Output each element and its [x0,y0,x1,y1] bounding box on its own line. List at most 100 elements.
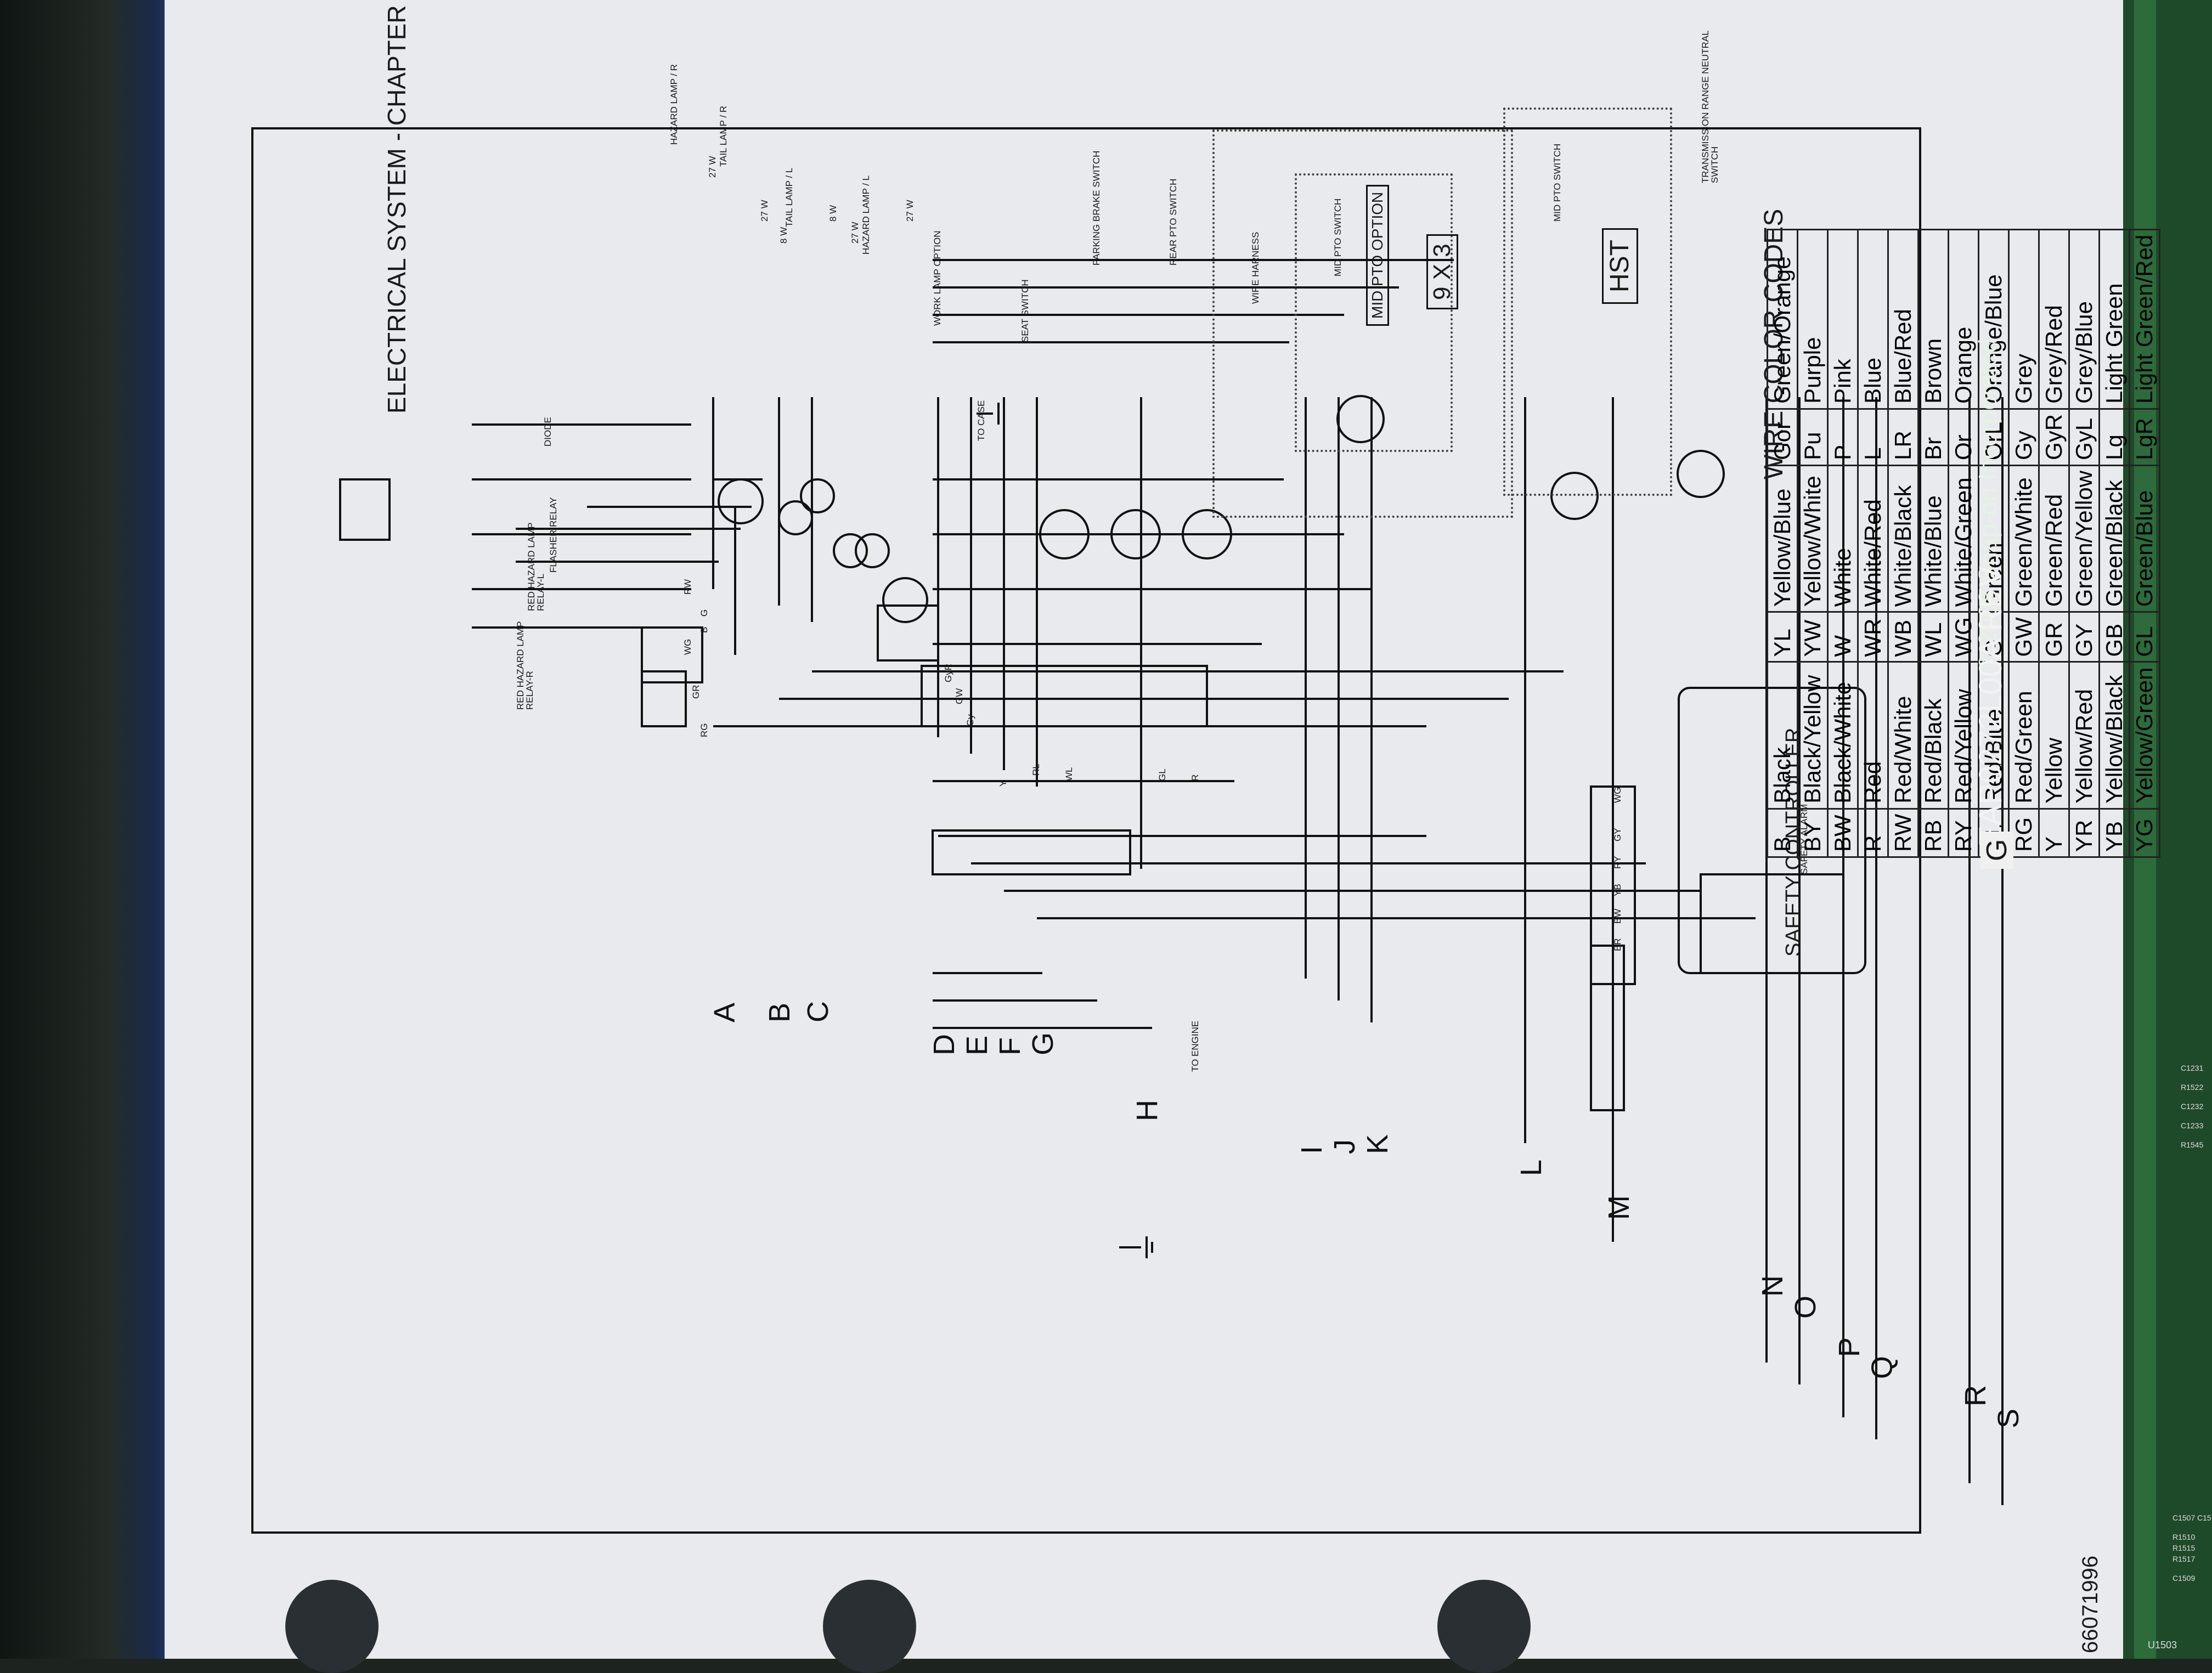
hazard-relay-r-label: RED HAZARD LAMP RELAY-R [515,621,535,710]
to-case-label: TO CASE [976,400,986,441]
pcb-ref: C1231 [2181,1064,2204,1072]
pcb-ref: R1515 [2172,1544,2196,1552]
wire-code: W [1827,612,1858,662]
wire-code: Y [2039,809,2069,857]
wire-code: YW [1797,612,1828,662]
hazard-lamp-l-label: HAZARD LAMP / L [861,175,871,255]
wire-color-name: White/Black [1888,465,1918,612]
pcb-ref: C1233 [2181,1121,2204,1130]
wire-color-name: Black [1767,662,1798,809]
pcb-ref: R1522 [2181,1083,2204,1092]
transmission-switch-label: TRANSMISSION RANGE NEUTRAL SWITCH [1700,30,1720,183]
wire-label: WL [1064,767,1074,782]
diode-label: DIODE [543,417,553,446]
lamp-rating: 27 W [905,200,915,222]
pin-label: K [1361,1134,1394,1154]
wire-harness-label: WIRE HARNESS [1250,231,1261,304]
wire-code: P [1827,409,1858,466]
pin-label: S [1992,1408,2025,1428]
wire-color-name: Black/White [1827,662,1858,809]
pin-label: A [708,1002,741,1022]
wire-code: LR [1888,409,1918,466]
wire-code: GyL [2069,409,2100,466]
pin-label: I [1295,1145,1328,1154]
wire-label: RW [682,579,693,595]
wire-color-name: Grey [2008,229,2039,409]
pcb-ref: C1232 [2181,1102,2204,1111]
wire-label: RY [1612,856,1623,869]
wire-color-name: Yellow [2039,662,2069,809]
wire-code: LgR [2129,409,2160,466]
wire-color-name: Brown [1918,229,1949,409]
manual-page [165,0,2151,1659]
hazard-lamp-r-label: HAZARD LAMP / R [669,64,679,145]
wire-code: WB [1888,612,1918,662]
punch-hole [285,1580,379,1673]
wire-code: GR [2039,612,2069,662]
wire-color-name: Red/White [1888,662,1918,809]
document-number: 66071996 [2078,1556,2102,1653]
hazard-relay-l-label: RED HAZARD LAMP RELAY-L [526,522,546,611]
lamp-rating: 27 W [759,200,770,222]
chapter-heading: ELECTRICAL SYSTEM - CHAPTER 2 [382,0,411,414]
wire-code: WR [1858,612,1888,662]
pcb-ref: R1517 [2172,1555,2196,1563]
wire-code: GL [2129,612,2160,662]
lamp-rating: 27 W [850,222,860,244]
punch-hole [823,1580,916,1673]
lamp-rating: 8 W [778,227,789,244]
flasher-relay-label: FLASHER RELAY [548,497,558,573]
wire-code: Pu [1797,409,1828,466]
wire-label: G [699,609,709,617]
wire-color-name: Red/Green [2008,662,2039,809]
seat-switch-label: SEAT SWITCH [1020,279,1030,342]
pcb-ref: R1545 [2181,1140,2204,1149]
rear-pto-label: REAR PTO SWITCH [1168,178,1178,265]
hst-section [1503,108,1672,496]
wire-label: BR [1612,938,1623,951]
binder-spine [0,0,181,1659]
pin-label: H [1131,1100,1164,1121]
wire-color-name: Blue/Red [1888,229,1918,409]
work-lamp-label: WORK LAMP OPTION [932,230,943,326]
pin-label: F [994,1037,1026,1055]
wire-color-name: Green/Red [2039,465,2069,612]
wire-label: WG [1612,787,1623,803]
lamp-rating: 8 W [828,205,838,222]
wire-label: GyR [943,664,953,682]
pcb-ref: R1510 [2172,1533,2196,1541]
pcb-rev: G [1980,831,2013,869]
pin-label: E [961,1035,994,1055]
punch-hole [1437,1580,1531,1673]
pcb-ref: U1503 [2148,1640,2177,1651]
wire-color-name: White/Blue [1918,465,1949,612]
pin-label: B [763,1002,796,1022]
wire-color-name: Grey/Blue [2069,229,2100,409]
wire-code: Gor [1767,409,1798,466]
wire-label: GY [1612,828,1623,841]
wire-code: Lg [2099,409,2130,466]
wire-code: YG [2129,809,2160,857]
pin-label: G [1026,1032,1059,1055]
wire-color-name: Green/Orange [1767,229,1798,409]
pin-label: D [928,1034,961,1055]
pin-label: O [1789,1295,1822,1319]
wire-label: Y [998,780,1008,787]
wire-code: B [1767,809,1798,857]
pin-label: L [1515,1159,1548,1176]
wire-color-name: Yellow/Red [2069,662,2100,809]
wire-code: RB [1918,809,1949,857]
wire-code: YR [2069,809,2100,857]
tail-lamp-l-label: TAIL LAMP / L [784,167,794,227]
wire-color-name: White/Red [1858,465,1888,612]
wiring-lines [251,127,2004,1534]
pin-label: R [1959,1385,1992,1406]
tail-lamp-r-label: TAIL LAMP / R [718,105,729,167]
